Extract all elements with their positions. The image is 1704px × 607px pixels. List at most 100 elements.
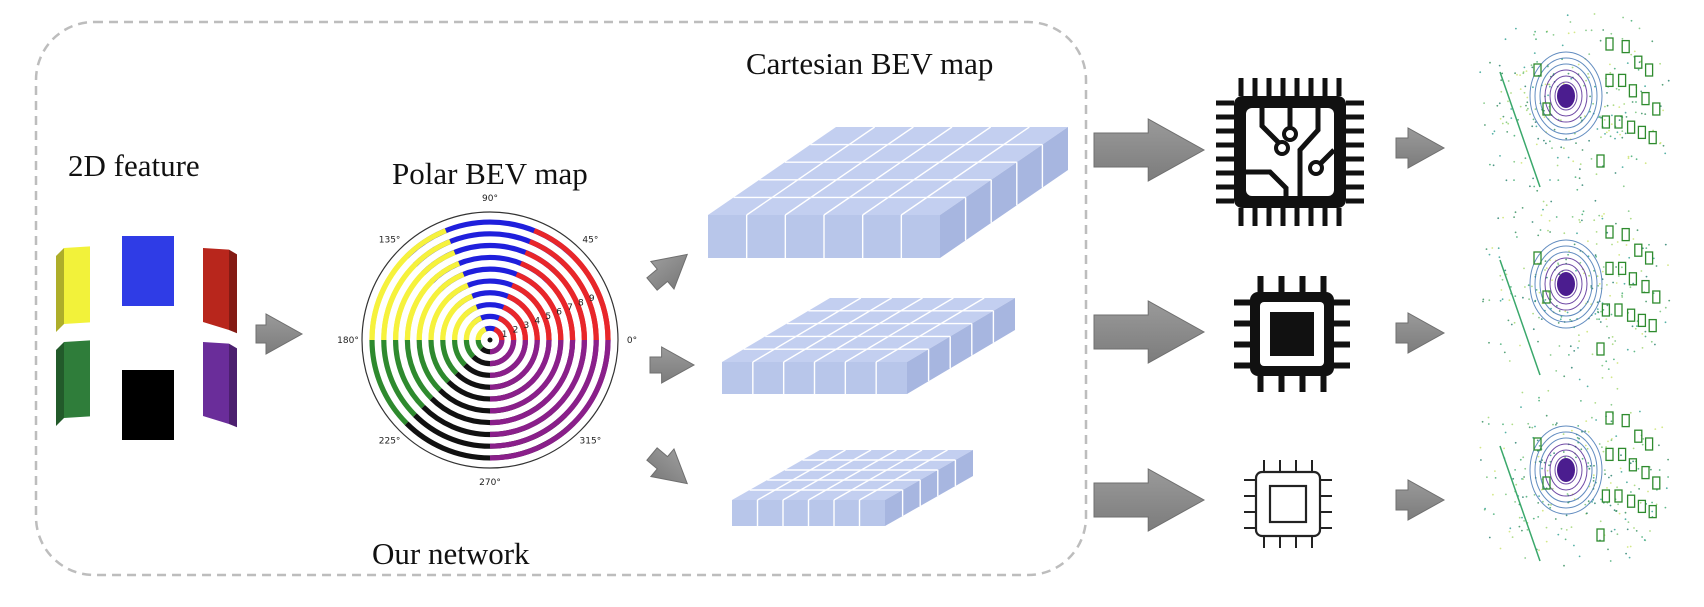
polar-ring-segment bbox=[511, 282, 552, 341]
network-boundary bbox=[34, 20, 1088, 577]
polar-angle-label: 270° bbox=[479, 478, 501, 488]
polar-ring-segment bbox=[489, 339, 611, 461]
polar-radius-label: 9 bbox=[589, 294, 595, 304]
detection-box bbox=[1614, 115, 1623, 129]
detection-box bbox=[1641, 465, 1650, 480]
polar-ring-segment bbox=[381, 239, 452, 341]
polar-ring-segment bbox=[489, 339, 505, 355]
arrow-large-grid-to-device bbox=[1093, 118, 1206, 182]
polar-ring-segment bbox=[440, 339, 459, 376]
detection-box bbox=[1634, 429, 1643, 443]
polar-ring-segment bbox=[489, 339, 564, 414]
polar-angle-label: 135° bbox=[379, 236, 401, 246]
detection-box bbox=[1644, 63, 1654, 77]
detection-box bbox=[1652, 102, 1661, 116]
detection-box bbox=[1628, 458, 1638, 472]
detection-results bbox=[1479, 13, 1671, 567]
2d-feature-blocks bbox=[56, 236, 237, 440]
polar-radius-label: 5 bbox=[545, 312, 551, 322]
polar-ring-segment bbox=[392, 339, 426, 409]
detection-box bbox=[1637, 125, 1647, 140]
feature-block-red bbox=[203, 248, 237, 334]
cartesian-grid-small bbox=[732, 449, 973, 526]
polar-ring-segment bbox=[475, 326, 487, 341]
polar-ring-segment bbox=[489, 339, 528, 378]
detection-box bbox=[1637, 499, 1647, 514]
ego-vehicle bbox=[1557, 272, 1575, 296]
polar-ring-segment bbox=[369, 339, 409, 426]
polar-ring-segment bbox=[440, 293, 474, 341]
polar-ring-segment bbox=[463, 339, 476, 359]
detection-box bbox=[1605, 411, 1614, 425]
polar-ring-segment bbox=[428, 339, 451, 384]
polar-angle-label: 225° bbox=[379, 436, 401, 446]
detection-box bbox=[1637, 313, 1647, 328]
polar-radius-label: 2 bbox=[513, 325, 519, 335]
network-label: Our network bbox=[372, 536, 530, 571]
detection-box bbox=[1601, 303, 1611, 317]
polar-center bbox=[487, 337, 493, 343]
detection-box bbox=[1621, 413, 1630, 428]
feature-block-green bbox=[56, 340, 90, 426]
polar-ring-segment bbox=[489, 339, 587, 437]
detection-box bbox=[1605, 261, 1614, 276]
detection-box bbox=[1626, 120, 1636, 134]
polar-radius-label: 8 bbox=[578, 298, 584, 308]
cartesian-bev-maps bbox=[708, 126, 1068, 526]
detection-box bbox=[1617, 73, 1627, 88]
flow-arrows bbox=[255, 118, 1446, 532]
arrow-medium-device-to-result bbox=[1395, 312, 1446, 354]
detection-box bbox=[1596, 528, 1605, 542]
feature-block-black bbox=[122, 370, 174, 440]
polar-ring-segment bbox=[404, 260, 461, 341]
grid-side-face bbox=[940, 127, 1068, 258]
ego-vehicle bbox=[1557, 458, 1575, 482]
detection-box bbox=[1652, 290, 1661, 304]
arrow-polar-to-small-grid bbox=[646, 447, 689, 485]
polar-ring-segment bbox=[475, 339, 484, 351]
feature-label: 2D feature bbox=[68, 148, 200, 183]
polar-ring-segment bbox=[506, 293, 540, 341]
polar-ring-segment bbox=[404, 339, 434, 401]
polar-ring-segment bbox=[489, 339, 540, 390]
polar-radius-label: 3 bbox=[524, 321, 530, 331]
polar-map-label: Polar BEV map bbox=[392, 156, 588, 191]
detection-box bbox=[1533, 437, 1542, 451]
feature-block-blue bbox=[122, 236, 174, 306]
medium-chip-icon bbox=[1234, 276, 1350, 392]
polar-ring-segment bbox=[528, 239, 599, 341]
detection-box bbox=[1601, 489, 1611, 503]
detection-box bbox=[1617, 261, 1627, 276]
detection-box bbox=[1641, 279, 1650, 294]
detection-box bbox=[1648, 130, 1657, 145]
feature-block-yellow bbox=[56, 246, 90, 332]
detection-box bbox=[1634, 55, 1643, 69]
polar-ring-segment bbox=[369, 228, 447, 341]
polar-angle-label: 180° bbox=[337, 336, 359, 346]
detection-box bbox=[1626, 494, 1636, 508]
polar-ring-segment bbox=[533, 228, 611, 341]
detection-box bbox=[1605, 73, 1614, 88]
polar-angle-label: 45° bbox=[582, 236, 598, 246]
arrow-feature-to-polar bbox=[255, 313, 304, 355]
polar-ring-segment bbox=[452, 339, 467, 367]
ego-vehicle bbox=[1557, 84, 1575, 108]
detection-box bbox=[1596, 154, 1605, 168]
cartesian-grid-large bbox=[708, 126, 1068, 258]
polar-radius-label: 6 bbox=[556, 307, 562, 317]
result-scene-large bbox=[1479, 13, 1670, 192]
detection-box bbox=[1628, 84, 1638, 98]
polar-ring-segment bbox=[416, 339, 442, 392]
detection-box bbox=[1621, 39, 1630, 54]
polar-radius-label: 4 bbox=[534, 316, 540, 326]
detection-box bbox=[1641, 91, 1650, 106]
detection-box bbox=[1601, 115, 1611, 129]
polar-ring-segment bbox=[452, 304, 478, 341]
detection-box bbox=[1596, 342, 1605, 356]
large-chip-icon bbox=[1216, 78, 1364, 226]
detection-box bbox=[1542, 290, 1551, 304]
detection-box bbox=[1605, 225, 1614, 239]
feature-block-purple bbox=[203, 342, 237, 428]
